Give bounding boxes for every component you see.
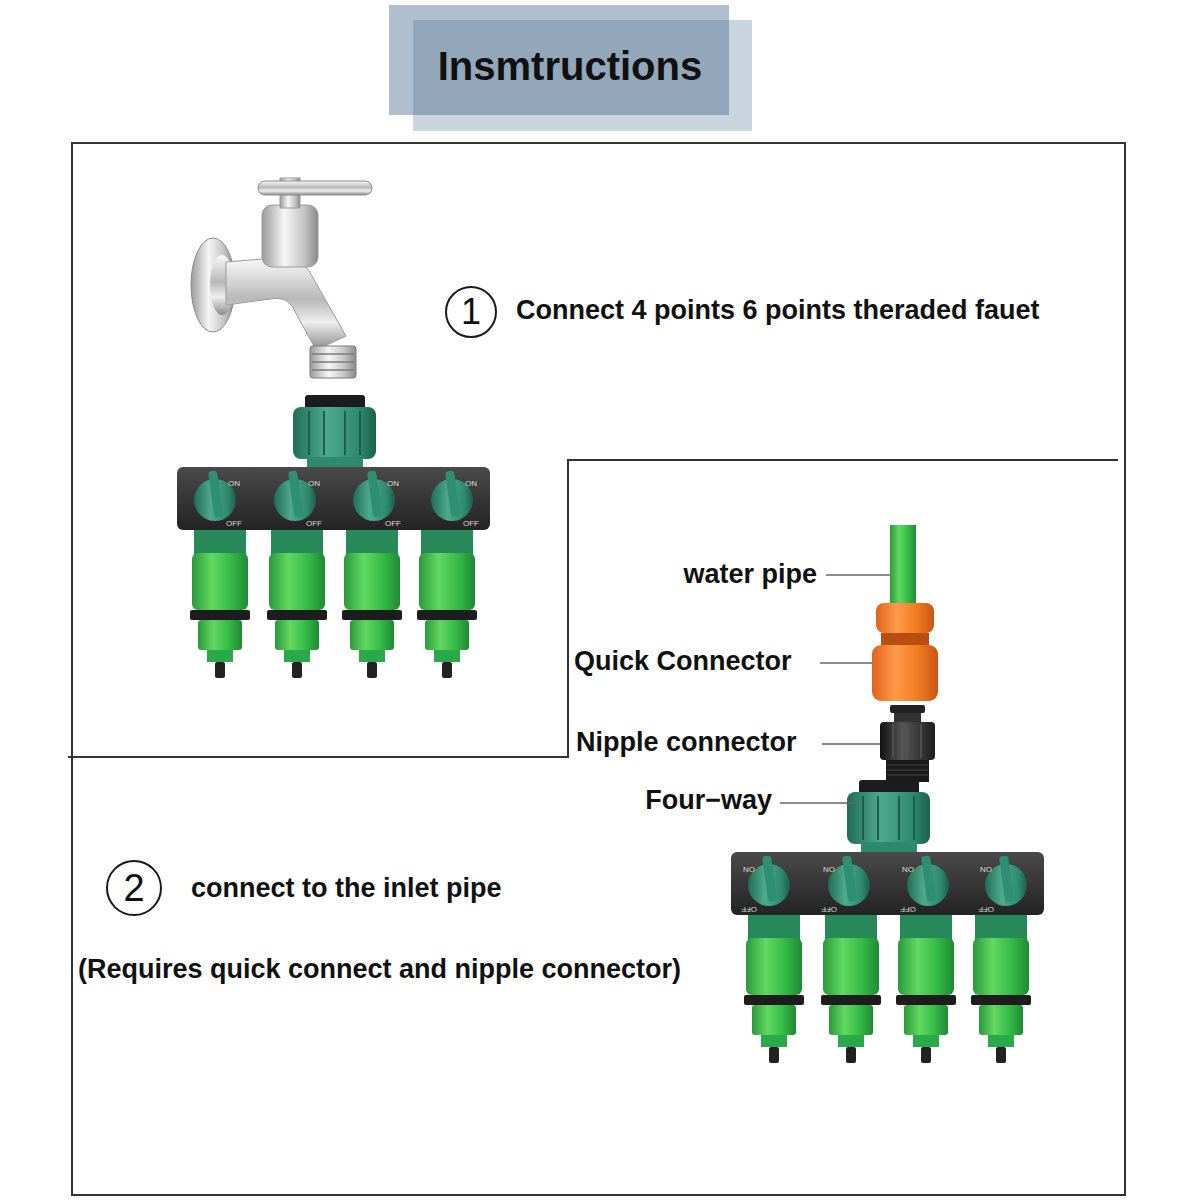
nipple-neck xyxy=(894,713,921,723)
four-way-manifold xyxy=(177,395,490,678)
nipple-ridges xyxy=(893,724,921,758)
part-name: water pipe xyxy=(683,559,817,590)
step-note: (Requires quick connect and nipple conne… xyxy=(78,954,681,985)
leader-line xyxy=(822,743,880,745)
leader-line xyxy=(820,662,872,664)
faucet-body xyxy=(262,205,318,267)
title-box-overlap xyxy=(413,20,729,115)
part-name: Quick Connector xyxy=(574,646,792,677)
valve-mark: ON xyxy=(387,479,399,488)
nipple-thread xyxy=(886,760,929,782)
step-circle: 1 xyxy=(445,286,497,338)
valve-mark: OFF xyxy=(385,519,401,528)
title-box-back xyxy=(389,5,729,115)
valve-mark: OFF xyxy=(900,905,916,914)
faucet-thread xyxy=(310,346,356,378)
valve-mark: ON xyxy=(743,865,755,874)
water-pipe xyxy=(890,525,916,607)
faucet-spout xyxy=(226,258,346,350)
step-number: 2 xyxy=(123,869,144,907)
quick-connector-body xyxy=(872,645,938,701)
nipple-hex xyxy=(880,722,935,760)
valve-mark: OFF xyxy=(978,905,994,914)
valve-mark: OFF xyxy=(821,905,837,914)
title-text: Insmtructions xyxy=(438,43,702,89)
valve-mark: OFF xyxy=(226,519,242,528)
part-name: Nipple connector xyxy=(576,727,797,758)
valve-mark: ON xyxy=(823,865,835,874)
nipple-thread-lines xyxy=(887,765,928,775)
faucet xyxy=(191,178,372,378)
leader-line xyxy=(826,574,890,576)
part-name: Four−way xyxy=(645,785,772,816)
leader-lines xyxy=(780,575,890,803)
quick-connector-cap xyxy=(876,603,934,633)
valve-mark: ON xyxy=(465,479,477,488)
step-circle: 2 xyxy=(106,860,162,916)
step-number: 1 xyxy=(461,294,481,330)
valve-mark: ON xyxy=(902,865,914,874)
outer-frame xyxy=(72,143,1125,1195)
leader-line xyxy=(780,802,857,804)
thread-lines xyxy=(312,354,354,370)
valve-mark: ON xyxy=(308,479,320,488)
title-box-front xyxy=(413,20,752,131)
valve-mark: OFF xyxy=(306,519,322,528)
valve-mark: OFF xyxy=(741,905,757,914)
four-way-manifold xyxy=(731,780,1044,1063)
valve-mark: OFF xyxy=(463,519,479,528)
step-instruction: connect to the inlet pipe xyxy=(191,873,502,904)
panel-frame xyxy=(68,143,1125,1195)
faucet-lever xyxy=(258,181,372,195)
quick-connector-neck xyxy=(881,633,929,645)
step-instruction: Connect 4 points 6 points theraded fauet xyxy=(516,295,1040,326)
nipple-lip xyxy=(890,705,925,713)
valve-mark: ON xyxy=(980,865,992,874)
valve-mark: ON xyxy=(228,479,240,488)
